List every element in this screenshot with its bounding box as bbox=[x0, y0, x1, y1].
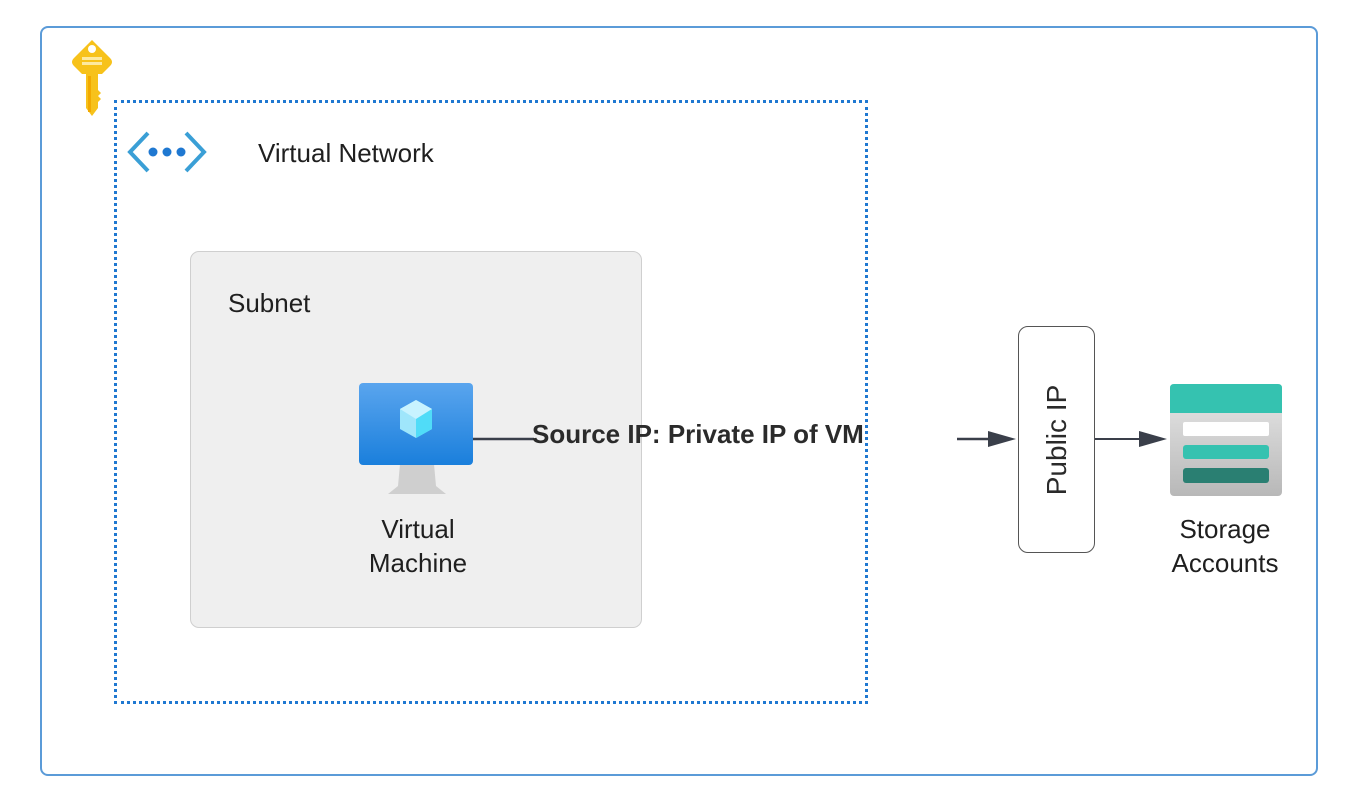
storage-accounts-label: Storage Accounts bbox=[1150, 512, 1300, 580]
subnet-label: Subnet bbox=[228, 288, 311, 318]
virtual-network-container bbox=[114, 100, 868, 704]
edge-label-source-ip: Source IP: Private IP of VM bbox=[532, 419, 864, 449]
virtual-machine-label-line2: Machine bbox=[368, 548, 468, 578]
virtual-network-label: Virtual Network bbox=[258, 138, 434, 168]
virtual-machine-label: Virtual Machine bbox=[338, 512, 498, 580]
public-ip-node: Public IP bbox=[1018, 326, 1095, 553]
virtual-machine-label-line1: Virtual bbox=[381, 514, 455, 544]
storage-accounts-label-line1: Storage bbox=[1179, 514, 1271, 544]
storage-accounts-label-line2: Accounts bbox=[1171, 548, 1279, 578]
public-ip-label: Public IP bbox=[1040, 384, 1072, 495]
